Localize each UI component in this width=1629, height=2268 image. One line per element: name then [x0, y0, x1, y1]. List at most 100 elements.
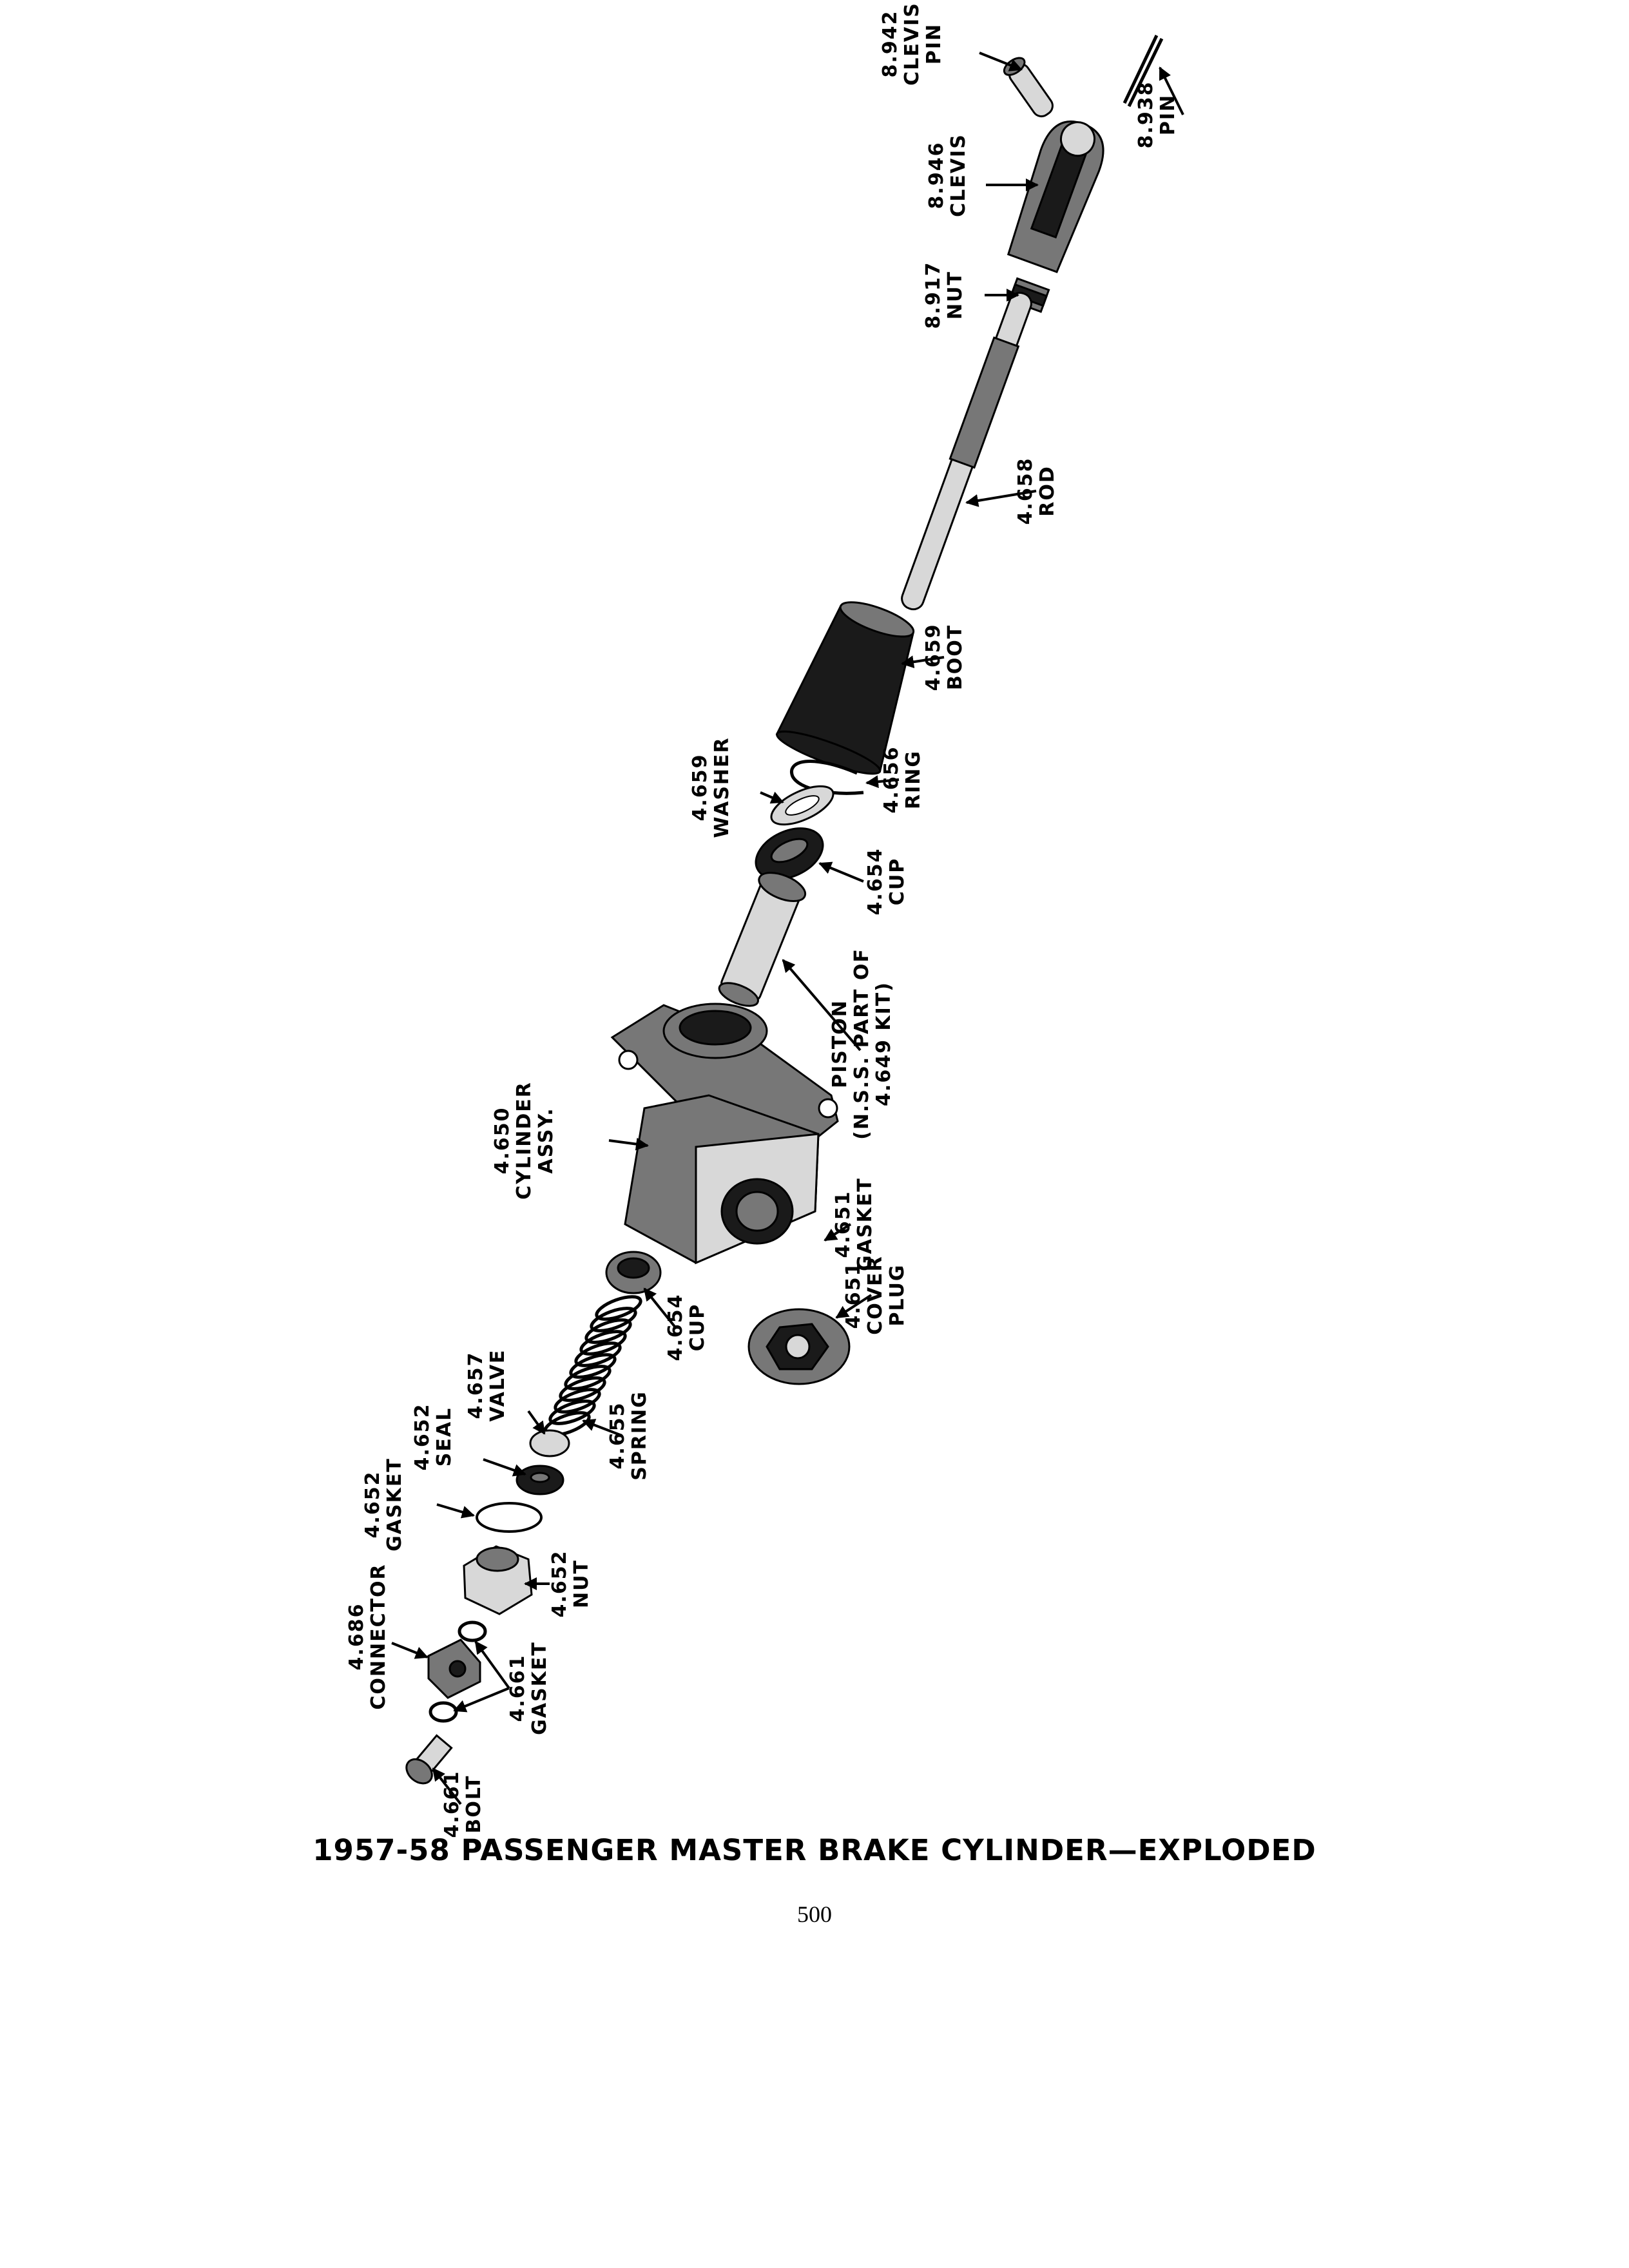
callout-line: 4.655 [606, 1402, 629, 1470]
callout-line: CONNECTOR [367, 1563, 390, 1709]
callout-line: 4.651 [842, 1262, 865, 1329]
callout-line: COVER [864, 1255, 887, 1335]
callout-cylinder-assy: 4.650CYLINDERASSY. [491, 1081, 557, 1200]
callout-text: 4.652GASKET [361, 1457, 406, 1552]
page-number: 500 [797, 1901, 832, 1927]
callout-line: GASKET [854, 1177, 876, 1271]
figure-caption: 1957-58 PASSENGER MASTER BRAKE CYLINDER—… [313, 1833, 1316, 1867]
callout-seal: 4.652SEAL [411, 1403, 456, 1471]
callout-text: 4.661BOLT [441, 1771, 485, 1838]
callout-line: RING [902, 750, 925, 809]
callout-line: PISTON [829, 999, 851, 1088]
callout-washer: 4.659WASHER [689, 736, 733, 838]
callout-line: ASSY. [535, 1107, 557, 1173]
callout-line: 4.659 [689, 754, 711, 822]
spring-coil [548, 1399, 596, 1425]
callout-rod: 4.658ROD [1014, 457, 1059, 525]
callout-line: CLEVIS [901, 2, 923, 86]
callout-line: 4.654 [664, 1294, 687, 1361]
callout-line: VALVE [487, 1349, 509, 1421]
callout-cup-upper: 4.654CUP [864, 848, 909, 916]
callout-line: 4.657 [465, 1352, 487, 1419]
callout-line: 4.661 [441, 1771, 463, 1838]
callout-line: NUT [944, 271, 967, 320]
callout-line: 4.649 KIT) [872, 981, 895, 1106]
callout-text: 4.658ROD [1014, 457, 1059, 525]
callout-clevis-pin: 8.942CLEVISPIN [879, 2, 945, 86]
valve-part [529, 1429, 570, 1457]
callout-text: 4.652SEAL [411, 1403, 456, 1471]
spring-coil [579, 1330, 627, 1356]
cup-lower-part [605, 1251, 662, 1294]
bolt-part [405, 1734, 453, 1785]
clevis-part [1007, 120, 1104, 273]
callout-line: CUP [686, 1303, 709, 1351]
callout-text: 8.917NUT [922, 262, 967, 329]
callout-text: 4.655SPRING [606, 1390, 651, 1481]
callout-line: 8.946 [925, 142, 948, 209]
callout-text: 4.686CONNECTOR [345, 1563, 390, 1709]
callout-gasket-4652: 4.652GASKET [361, 1457, 406, 1552]
callout-text: 8.946CLEVIS [925, 133, 970, 217]
callout-line: 4.659 [922, 624, 945, 691]
callout-text: 4.654CUP [664, 1294, 709, 1361]
callout-text: 4.659BOOT [922, 624, 967, 691]
cylinder-assy-part [610, 1003, 839, 1265]
callout-bolt: 4.661BOLT [441, 1771, 485, 1838]
callout-line: 8.938 [1135, 81, 1157, 149]
callout-spring: 4.655SPRING [606, 1390, 651, 1481]
callout-line: PLUG [886, 1264, 909, 1326]
callout-cover-plug: 4.651COVERPLUG [842, 1255, 909, 1335]
washer-part [770, 785, 834, 826]
callout-pin: 8.938PIN [1135, 81, 1179, 149]
spring-coil [554, 1388, 601, 1414]
callout-nut-4652: 4.652NUT [548, 1550, 593, 1618]
spring-coil [595, 1295, 642, 1321]
callout-text: 4.656RING [880, 746, 925, 814]
gasket-4652-part [476, 1502, 543, 1533]
piston-part [718, 872, 807, 1007]
spring-coil [559, 1376, 606, 1402]
spring-coil [569, 1353, 617, 1379]
leader-lines [391, 52, 1184, 1805]
callout-gasket-4661: 4.661GASKET [506, 1641, 551, 1735]
cover-plug-part [747, 1308, 851, 1385]
callout-boot: 4.659BOOT [922, 624, 967, 691]
callout-line: 4.658 [1014, 457, 1037, 525]
callout-line: 4.656 [880, 746, 903, 814]
rod-part [901, 291, 1032, 611]
nut-4652-part [463, 1545, 533, 1615]
callout-line: CLEVIS [947, 133, 970, 217]
connector-part [427, 1639, 481, 1699]
callout-line: ROD [1036, 465, 1059, 517]
cotter-pin-part [1123, 34, 1164, 108]
callout-line: NUT [570, 1559, 593, 1608]
callout-ring: 4.656RING [880, 746, 925, 814]
callout-clevis: 8.946CLEVIS [925, 133, 970, 217]
callout-text: 4.654CUP [864, 848, 909, 916]
seal-part [516, 1465, 564, 1495]
callout-line: 4.652 [411, 1403, 434, 1471]
callout-line: 4.661 [506, 1655, 529, 1722]
callout-text: 4.661GASKET [506, 1641, 551, 1735]
callout-text: PISTON(N.S.S. PART OF4.649 KIT) [829, 948, 895, 1140]
callout-cup-lower: 4.654CUP [664, 1294, 709, 1361]
callout-piston: PISTON(N.S.S. PART OF4.649 KIT) [829, 948, 895, 1140]
callout-line: 4.651 [832, 1191, 854, 1258]
callout-text: 4.652NUT [548, 1550, 593, 1618]
callout-line: SEAL [433, 1407, 456, 1466]
callout-connector: 4.686CONNECTOR [345, 1563, 390, 1709]
callout-line: PIN [923, 23, 945, 64]
callout-line: 8.942 [879, 10, 901, 78]
callout-line: 4.652 [548, 1550, 571, 1618]
callout-text: 4.659WASHER [689, 736, 733, 838]
callout-text: 4.657VALVE [465, 1349, 509, 1421]
callout-line: GASKET [383, 1457, 406, 1552]
callout-line: 4.650 [491, 1107, 514, 1175]
callout-line: SPRING [628, 1390, 651, 1481]
callout-text: 4.651GASKET [832, 1177, 876, 1271]
spring-coil [574, 1341, 622, 1367]
spring-coil [590, 1307, 637, 1332]
callout-line: 8.917 [922, 262, 945, 329]
